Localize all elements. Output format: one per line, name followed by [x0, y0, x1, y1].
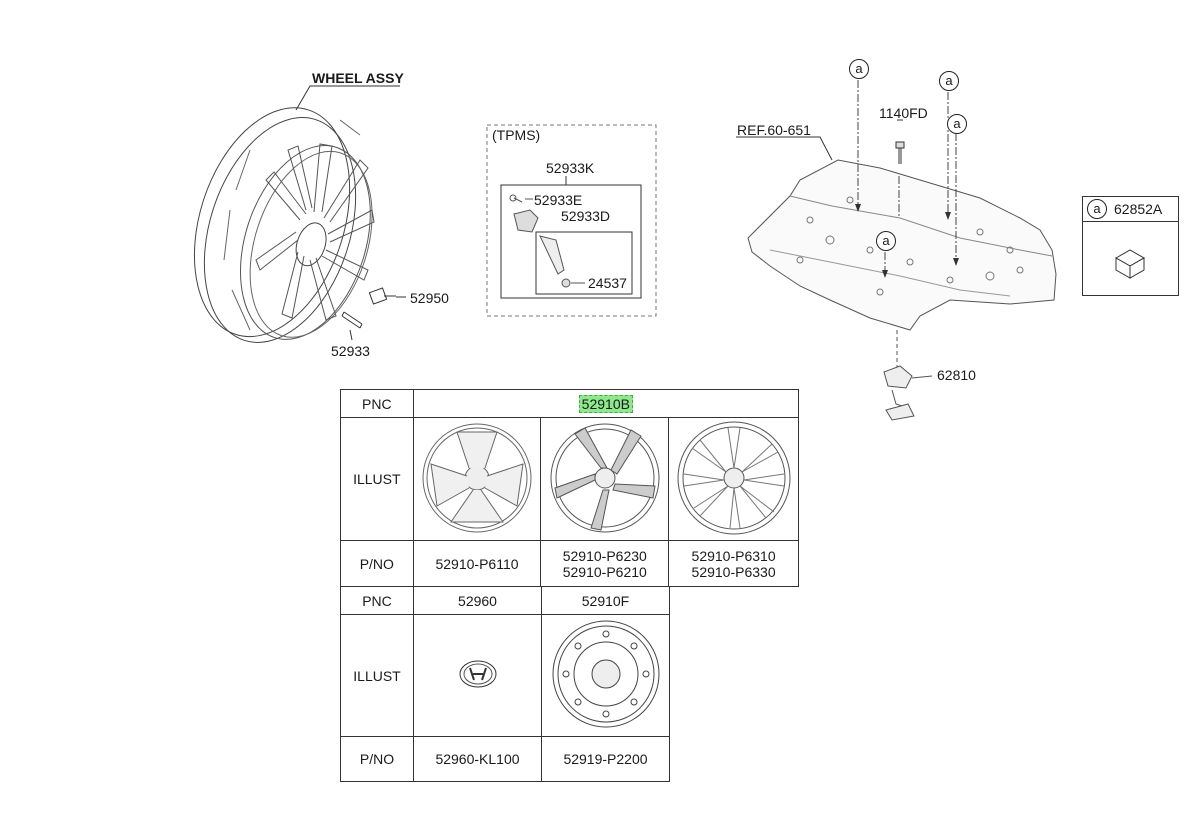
pno-value[interactable]: 52960-KL100 — [435, 751, 520, 767]
floor-pan-drawing — [736, 136, 1057, 331]
legend-part-label[interactable]: 62852A — [1114, 201, 1163, 217]
wheel-twist-spoke-icon — [550, 423, 660, 532]
pno-cell: 52919-P2200 — [541, 736, 670, 782]
valve-stem-part-label[interactable]: 52933 — [331, 343, 370, 359]
valve-stem-drawing — [341, 311, 363, 341]
illust-wheel-1 — [412, 417, 542, 541]
callout-a-4: a — [876, 231, 896, 251]
steel-wheel-icon — [552, 620, 659, 728]
callout-a-2: a — [939, 71, 959, 91]
pno-value[interactable]: 52910-P6330 — [691, 563, 776, 580]
pnc-value[interactable]: 52910F — [581, 592, 630, 609]
pnc-value-cell: 52960 — [413, 586, 542, 615]
pno-header: P/NO — [340, 736, 414, 782]
tpms-screw-label[interactable]: 52933E — [534, 192, 583, 208]
callout-a-3: a — [947, 114, 967, 134]
legend-callout-a: a — [1087, 199, 1107, 219]
illust-hub-cap — [413, 614, 542, 737]
tpms-sensor-assy-label[interactable]: 52933K — [546, 160, 595, 176]
pno-value[interactable]: 52910-P6310 — [691, 547, 776, 564]
wheel-assembly-drawing — [193, 107, 375, 343]
illust-wheel-2 — [540, 417, 670, 541]
wheel-assy-title: WHEEL ASSY — [312, 70, 404, 86]
illust-header: ILLUST — [340, 614, 414, 737]
lug-nut-part-label[interactable]: 52950 — [410, 290, 449, 306]
tpms-valve-assy-label[interactable]: 52933D — [561, 208, 611, 224]
wheel-options-table: PNC 52910B ILLUST — [340, 389, 800, 587]
pnc-value[interactable]: 52960 — [458, 592, 497, 609]
pnc-highlighted-value[interactable]: 52910B — [578, 394, 633, 413]
pnc-value-cell: 52910B — [412, 389, 800, 418]
accessory-table: PNC 52960 52910F ILLUST — [340, 586, 670, 782]
lug-nut-drawing — [368, 287, 406, 305]
tpms-cap-label[interactable]: 24537 — [588, 275, 627, 291]
pno-cell-1: 52910-P6110 — [412, 540, 542, 587]
callout-a-1: a — [849, 59, 869, 79]
illust-header: ILLUST — [340, 417, 414, 541]
wheel-five-spoke-icon — [422, 423, 532, 532]
pno-header: P/NO — [340, 540, 414, 587]
illust-steel-wheel — [541, 614, 670, 737]
pno-cell: 52960-KL100 — [413, 736, 542, 782]
jack-drawing — [883, 365, 933, 421]
pnc-value-cell: 52910F — [541, 586, 670, 615]
floor-ref-label[interactable]: REF.60-651 — [737, 122, 811, 138]
pno-value[interactable]: 52910-P6110 — [435, 555, 519, 572]
pno-value[interactable]: 52910-P6230 — [562, 547, 647, 564]
legend-box: a 62852A — [1082, 196, 1179, 296]
pno-value[interactable]: 52910-P6210 — [562, 563, 647, 580]
wheel-multi-spoke-icon — [677, 421, 791, 534]
tpms-group-label: (TPMS) — [492, 127, 541, 143]
tpms-sensor-drawing — [509, 194, 585, 288]
legend-header: a 62852A — [1083, 197, 1178, 222]
bolt-part-label[interactable]: 1140FD — [879, 105, 928, 121]
pno-value[interactable]: 52919-P2200 — [563, 751, 648, 767]
hub-cap-emblem-icon — [459, 660, 496, 688]
cube-icon — [1114, 249, 1146, 279]
pnc-header: PNC — [340, 586, 414, 615]
illust-wheel-3 — [668, 417, 799, 541]
pnc-header: PNC — [340, 389, 414, 418]
jack-part-label[interactable]: 62810 — [937, 367, 976, 383]
